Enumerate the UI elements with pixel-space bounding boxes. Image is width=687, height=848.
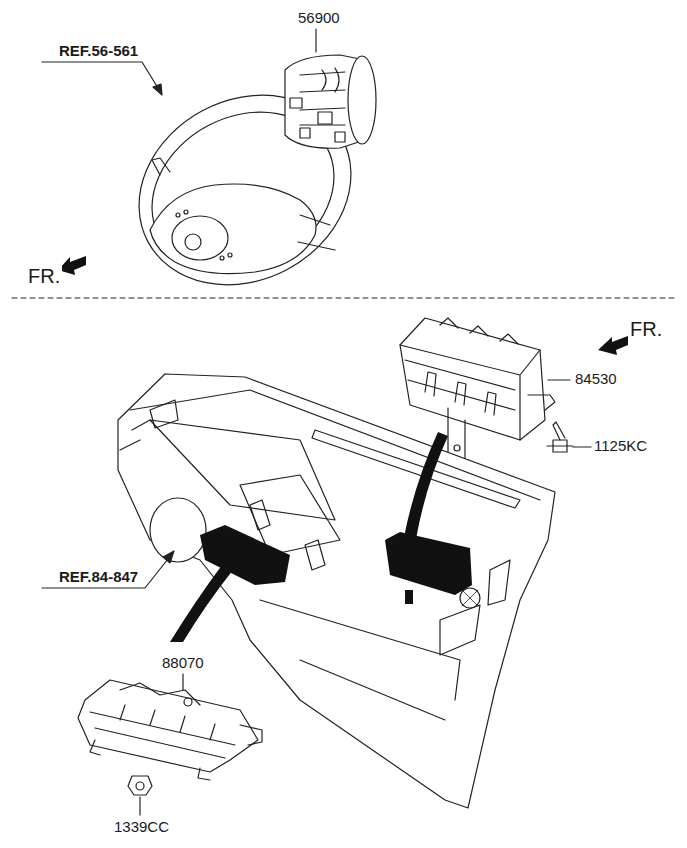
driver-airbag-module [318,112,332,124]
instrument-panel [440,605,480,655]
bolt [553,422,565,440]
instrument-panel [120,420,150,450]
knee-airbag-module [184,698,192,706]
knee-airbag-module [78,680,258,772]
nut [136,782,144,790]
bolt [547,445,573,446]
callout-number: 84530 [573,371,619,388]
passenger-airbag-module [405,360,515,410]
reference-arrow [42,559,168,588]
instrument-panel [260,600,460,720]
front-indicator: FR. [26,265,62,287]
instrument-panel [462,590,478,606]
knee-airbag-location [200,525,290,585]
passenger-airbag-location [385,532,472,595]
instrument-panel [150,498,206,562]
driver-airbag-module [348,56,376,144]
callout-number: 1339CC [112,819,171,836]
knee-airbag-module [120,705,215,740]
passenger-airbag-module [400,318,555,462]
knee-airbag-module [240,725,262,745]
reference-arrow [163,551,174,563]
reference-label: REF.56-561 [57,43,140,60]
instrument-panel [488,560,510,605]
leader-line [139,797,140,815]
driver-airbag-module [335,132,345,142]
steering-wheel [298,215,335,250]
passenger-airbag-module [454,445,460,451]
callout-number: 1125KC [592,438,649,455]
section-divider [12,298,676,299]
nut [128,776,152,795]
passenger-airbag-location [405,590,413,604]
driver-airbag-module [290,98,302,108]
callout-number: 88070 [160,655,206,672]
passenger-airbag-module [528,395,555,410]
driver-airbag-module [300,128,310,138]
reference-arrow [42,551,174,588]
instrument-panel [150,400,178,428]
steering-wheel [185,234,201,250]
nut [128,776,152,795]
callout-number: 56900 [296,10,342,27]
leader-line [573,446,591,447]
leader-line [315,29,316,52]
steering-wheel [176,213,180,217]
knee-airbag-module [90,712,235,758]
leader-line [548,379,570,380]
reference-arrow [42,62,158,88]
steering-wheel [172,216,228,260]
passenger-airbag-module [400,345,540,440]
front-indicator: FR. [628,318,664,340]
driver-airbag-module [300,72,345,125]
leader-line [182,674,183,690]
driver-airbag-module [322,68,339,92]
exploded-arrow [170,565,233,642]
passenger-airbag-module [425,372,496,415]
knee-airbag-module [120,683,200,705]
driver-airbag-module [285,55,376,148]
steering-wheel [220,256,224,260]
steering-wheel [152,158,170,175]
instrument-panel [130,390,540,500]
knee-airbag-module [90,740,210,780]
reference-label: REF.84-847 [57,569,140,586]
steering-wheel [150,184,316,274]
knee-airbag-module [78,680,262,780]
reference-arrow [153,84,162,95]
reference-arrow [42,62,162,95]
front-arrow [598,336,628,355]
bolt [547,422,573,452]
passenger-airbag-module [400,318,545,440]
passenger-airbag-module [440,318,518,344]
steering-wheel [184,210,188,214]
exploded-arrow [404,432,448,539]
instrument-panel [460,588,480,608]
steering-wheel [228,253,232,257]
